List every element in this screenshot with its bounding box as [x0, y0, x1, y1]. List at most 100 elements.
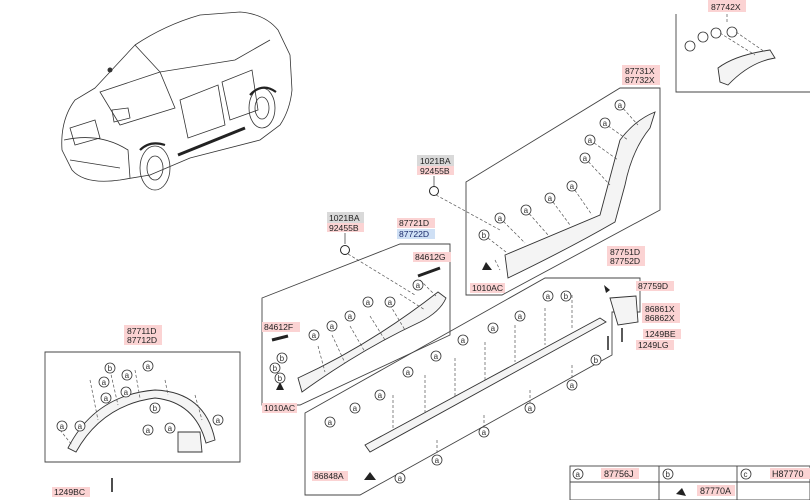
- callout-letter-a: a: [60, 422, 65, 431]
- callout-markers: aaaaaaaabaaaaaabbbaaaaaaaaaaaaaabbaaaaaa…: [56, 99, 626, 484]
- callout-letter-b: b: [280, 354, 285, 363]
- callout-circle-b: [104, 362, 116, 374]
- label-92455B-mid: 92455B: [329, 223, 359, 233]
- label-84612G: 84612G: [415, 252, 446, 262]
- callout-letter-a: a: [146, 426, 151, 435]
- callout-circle-a: [412, 279, 424, 291]
- callout-circle-a: [308, 329, 320, 341]
- callout-circle-a: [142, 360, 154, 372]
- callout-letter-b: b: [564, 292, 569, 301]
- callout-circle-a: [324, 416, 336, 428]
- legend-table: a 87756J b 87770A c H87770: [569, 465, 810, 500]
- callout-letter-a: a: [330, 322, 335, 331]
- callout-circle-a: [374, 389, 386, 401]
- callout-circle-a: [524, 402, 536, 414]
- callout-letter-a: a: [491, 324, 496, 333]
- callout-circle-a: [326, 320, 338, 332]
- label-1249BE: 1249BE: [645, 329, 676, 339]
- callout-circle-a: [579, 152, 591, 164]
- callout-letter-a: a: [366, 298, 371, 307]
- label-87731X: 87731X: [625, 66, 655, 76]
- callout-circle-a: [362, 296, 374, 308]
- callout-circle-b: [560, 290, 572, 302]
- callout-circle-a: [566, 180, 578, 192]
- box-rear-upper: 87731X 87732X: [465, 65, 661, 296]
- callout-circle-a: [494, 212, 506, 224]
- box-top-right: 87742X: [675, 0, 810, 93]
- callout-circle-b: [269, 362, 281, 374]
- label-86862X: 86862X: [645, 313, 675, 323]
- callout-circle-a: [344, 310, 356, 322]
- callout-letter-a: a: [434, 352, 439, 361]
- callout-circle-b: [276, 352, 288, 364]
- callout-circle-a: [74, 420, 86, 432]
- callout-letter-a: a: [216, 416, 221, 425]
- callout-circle-a: [457, 334, 469, 346]
- callout-letter-a: a: [125, 371, 130, 380]
- callout-letter-a: a: [498, 214, 503, 223]
- callout-letter-a: a: [570, 182, 575, 191]
- legend-b-code: 87770A: [700, 486, 731, 496]
- clip-1010AC-rear: 1010AC: [470, 262, 505, 293]
- legend-b-key: b: [666, 470, 671, 479]
- callout-circle-a: [542, 290, 554, 302]
- callout-letter-a: a: [348, 312, 353, 321]
- callout-circle-a: [212, 414, 224, 426]
- callout-letter-a: a: [524, 206, 529, 215]
- callout-letter-a: a: [102, 378, 107, 387]
- callout-letter-a: a: [312, 331, 317, 340]
- legend-c-key: c: [744, 470, 748, 479]
- callout-letter-a: a: [528, 404, 533, 413]
- legend-c-code: H87770: [772, 469, 804, 479]
- callout-circle-a: [98, 376, 110, 388]
- callout-circle-b: [478, 229, 490, 241]
- callout-circle-a: [566, 379, 578, 391]
- callout-letter-a: a: [570, 381, 575, 390]
- label-87711D: 87711D: [127, 326, 156, 336]
- label-1249BC: 1249BC: [54, 487, 85, 497]
- label-87751D: 87751D: [610, 247, 640, 257]
- label-87722D: 87722D: [399, 229, 429, 239]
- callout-letter-a: a: [548, 194, 553, 203]
- box-fender: 87711D 87712D 1249BC: [44, 325, 241, 497]
- label-87732X: 87732X: [625, 75, 655, 85]
- legend-b-marker: [662, 468, 674, 480]
- callout-letter-a: a: [618, 101, 623, 110]
- callout-letter-a: a: [388, 298, 393, 307]
- label-1021BA-upper: 1021BA: [420, 156, 451, 166]
- callout-letter-a: a: [416, 281, 421, 290]
- box-front-door: 87721D 87722D 84612G 84612F 1010AC: [261, 218, 451, 413]
- callout-circle-b: [274, 372, 286, 384]
- callout-circle-a: [142, 424, 154, 436]
- label-84612F: 84612F: [264, 322, 293, 332]
- callout-letter-a: a: [546, 292, 551, 301]
- legend-c-marker: [740, 468, 752, 480]
- label-87721D: 87721D: [399, 218, 429, 228]
- label-86848A: 86848A: [314, 471, 344, 481]
- callout-circle-a: [478, 426, 490, 438]
- callout-letter-a: a: [588, 136, 593, 145]
- callout-circle-a: [56, 420, 68, 432]
- callout-letter-b: b: [594, 356, 599, 365]
- legend-a-key: a: [576, 470, 581, 479]
- callout-circle-a: [614, 99, 626, 111]
- box-side-sill: 87751D 87752D 87759D 86861X 86862X 1249B…: [304, 246, 681, 496]
- callout-circle-a: [520, 204, 532, 216]
- callout-letter-a: a: [435, 456, 440, 465]
- legend-a-marker: [572, 468, 584, 480]
- callout-letter-a: a: [146, 362, 151, 371]
- callout-circle-b: [590, 354, 602, 366]
- callout-letter-a: a: [353, 404, 358, 413]
- callout-letter-a: a: [378, 391, 383, 400]
- label-1021BA-mid: 1021BA: [329, 213, 360, 223]
- label-87759D: 87759D: [638, 281, 668, 291]
- callout-circle-a: [431, 454, 443, 466]
- label-86861X: 86861X: [645, 304, 675, 314]
- callout-letter-a: a: [78, 422, 83, 431]
- label-87712D: 87712D: [127, 335, 157, 345]
- callout-letter-a: a: [583, 154, 588, 163]
- callout-circle-a: [120, 386, 132, 398]
- label-87752D: 87752D: [610, 256, 640, 266]
- callout-letter-a: a: [518, 312, 523, 321]
